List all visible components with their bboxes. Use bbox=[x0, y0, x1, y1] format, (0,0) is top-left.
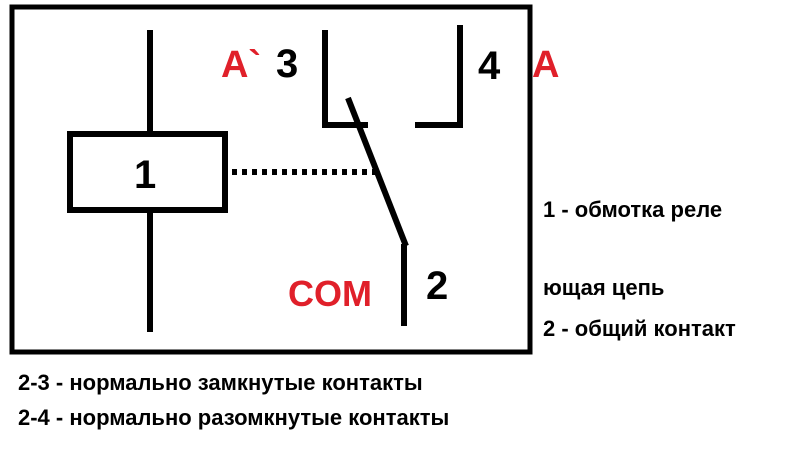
coil-label: 1 bbox=[134, 153, 157, 197]
no-terminal-label: 4 bbox=[478, 44, 501, 88]
common-letter: COM bbox=[288, 273, 372, 314]
nc-terminal-label: 3 bbox=[276, 42, 299, 86]
outer-frame bbox=[9, 4, 533, 355]
legend-line-4: 2-3 - нормально замкнутые контакты bbox=[18, 370, 423, 395]
no-contact bbox=[415, 25, 463, 128]
legend-line-5: 2-4 - нормально разомкнутые контакты bbox=[18, 405, 450, 430]
legend-line-3: 2 - общий контакт bbox=[543, 316, 736, 341]
legend-line-2: ющая цепь bbox=[543, 275, 665, 300]
nc-letter: A` bbox=[221, 44, 262, 86]
common-terminal-label: 2 bbox=[426, 264, 449, 308]
legend-line-1: 1 - обмотка реле bbox=[543, 197, 723, 222]
common-lever bbox=[345, 96, 409, 248]
nc-contact bbox=[322, 30, 368, 128]
no-letter: A bbox=[532, 44, 560, 86]
